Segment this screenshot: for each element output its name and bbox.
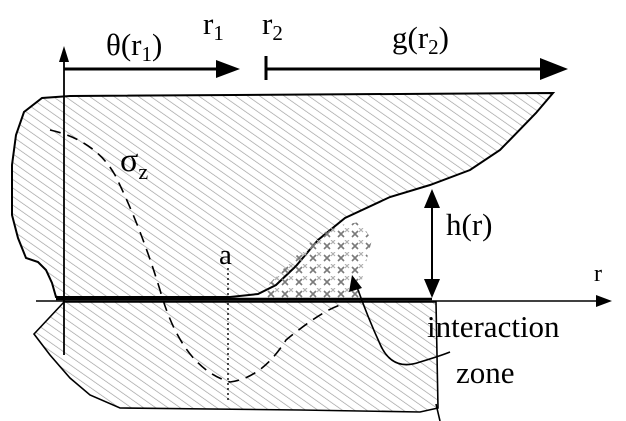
r2-label: r2 <box>262 6 283 45</box>
theta-arrowhead <box>216 60 240 78</box>
interaction-zone-pattern <box>262 222 372 300</box>
r-axis-arrowhead <box>596 295 612 307</box>
lower-body <box>32 301 439 413</box>
h-arrowhead-bottom <box>424 279 440 298</box>
r1-label: r1 <box>203 6 224 45</box>
interaction-pointer-arrowhead <box>349 275 362 292</box>
sigma-z-label: σz <box>120 142 148 184</box>
interaction-label: interaction <box>427 309 560 344</box>
h-arrowhead-top <box>424 189 440 208</box>
lower-tick <box>435 403 441 421</box>
sigma-z-curve <box>49 129 341 383</box>
g-label: g(r2) <box>392 20 449 59</box>
g-arrowhead <box>540 58 568 80</box>
h-label: h(r) <box>446 207 492 242</box>
a-label: a <box>219 239 232 271</box>
r-axis-label: r <box>594 261 602 287</box>
zone-label: zone <box>456 355 515 390</box>
interaction-pointer <box>356 286 451 366</box>
theta-label: θ(r1) <box>106 27 162 66</box>
upper-body <box>11 91 556 298</box>
vertical-axis-arrowhead <box>59 46 69 62</box>
